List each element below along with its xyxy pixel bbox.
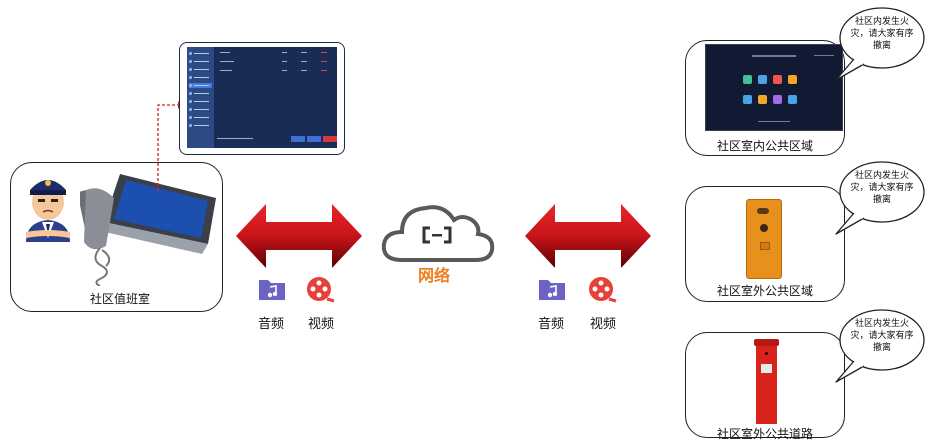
indoor-bubble-text: 社区内发生火灾，请大家有序撤离 [850,17,914,51]
outdoor-intercom-device [746,199,782,279]
outdoor-road-pillar-device [754,339,779,424]
software-screen [187,47,337,148]
outdoor-road-label: 社区室外公共道路 [716,427,813,441]
management-software-screenshot [179,42,345,155]
left-bidirectional-arrow [236,204,362,268]
audio-icon [259,280,285,300]
left-video-label: 视频 [308,317,335,332]
security-officer-icon [26,180,70,242]
speech-bubble [835,7,925,81]
indoor-public-area-label: 社区室内公共区域 [716,139,813,153]
left-audio-label: 音频 [258,317,285,332]
outdoor-public-area-label: 社区室外公共区域 [716,284,813,298]
road-bubble-text: 社区内发生火灾，请大家有序撤离 [850,319,914,353]
video-reel-icon [589,277,617,303]
desk-phone-terminal-icon [80,174,216,286]
speech-bubble [835,161,925,235]
duty-room-label: 社区值班室 [89,292,150,306]
indoor-terminal-screen [705,44,843,131]
speech-bubble [835,309,925,383]
software-sidebar [187,47,214,148]
outdoor-bubble-text: 社区内发生火灾，请大家有序撤离 [850,171,914,205]
cloud-network-icon [381,205,495,262]
right-bidirectional-arrow [525,204,651,268]
dashed-connector [157,101,182,191]
audio-icon [539,280,565,300]
right-video-label: 视频 [590,317,617,332]
right-audio-label: 音频 [538,317,565,332]
video-reel-icon [307,277,335,303]
network-label: 网络 [418,266,451,285]
